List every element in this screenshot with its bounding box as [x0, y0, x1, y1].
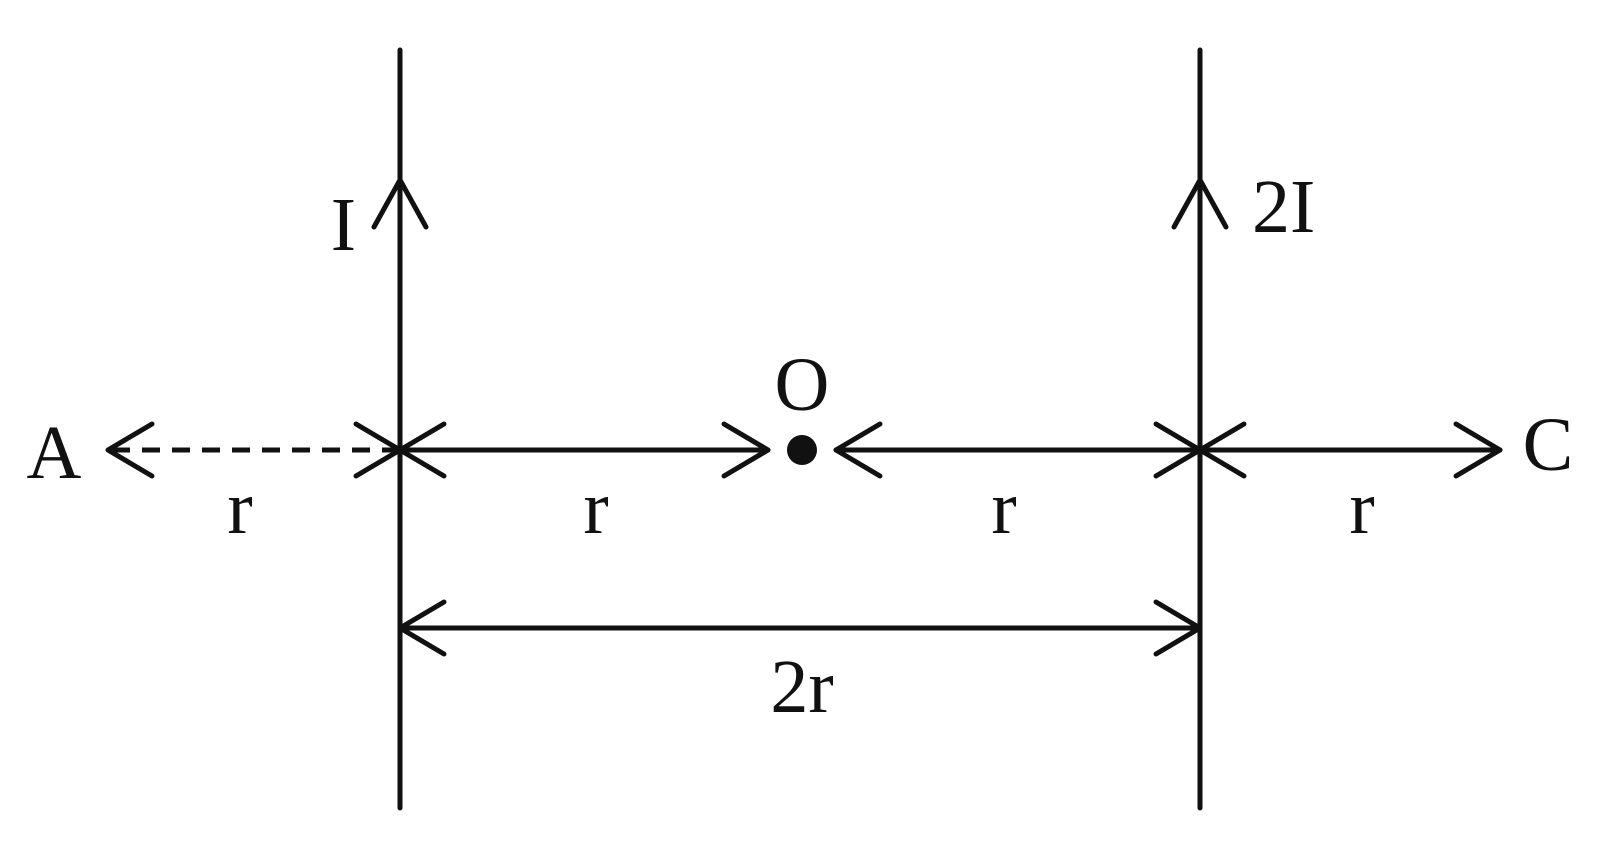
arrowhead-o-left-icon [721, 421, 771, 479]
distance-label-separation: 2r [770, 645, 833, 729]
arrowhead-sep-right-icon [1153, 599, 1203, 657]
arrowhead-right-out-icon [1197, 421, 1247, 479]
distance-label-o-right: r [991, 466, 1016, 550]
arrowhead-sep-left-icon [397, 599, 447, 657]
current-arrow-left-icon [371, 177, 429, 230]
current-arrow-right-icon [1171, 177, 1229, 230]
distance-label-right-c: r [1349, 466, 1374, 550]
arrowhead-c-icon [1453, 421, 1503, 479]
arrowhead-o-right-icon [833, 421, 883, 479]
point-o-dot [787, 435, 817, 465]
current-label-left: I [331, 183, 356, 267]
point-label-c: C [1523, 403, 1574, 487]
point-label-a: A [27, 411, 82, 495]
point-label-o: O [775, 343, 830, 427]
current-label-right: 2I [1252, 165, 1315, 249]
arrowhead-a-icon [105, 421, 155, 479]
distance-label-left-o: r [583, 466, 608, 550]
distance-label-a-left: r [227, 466, 252, 550]
arrowhead-left-out-icon [397, 421, 447, 479]
